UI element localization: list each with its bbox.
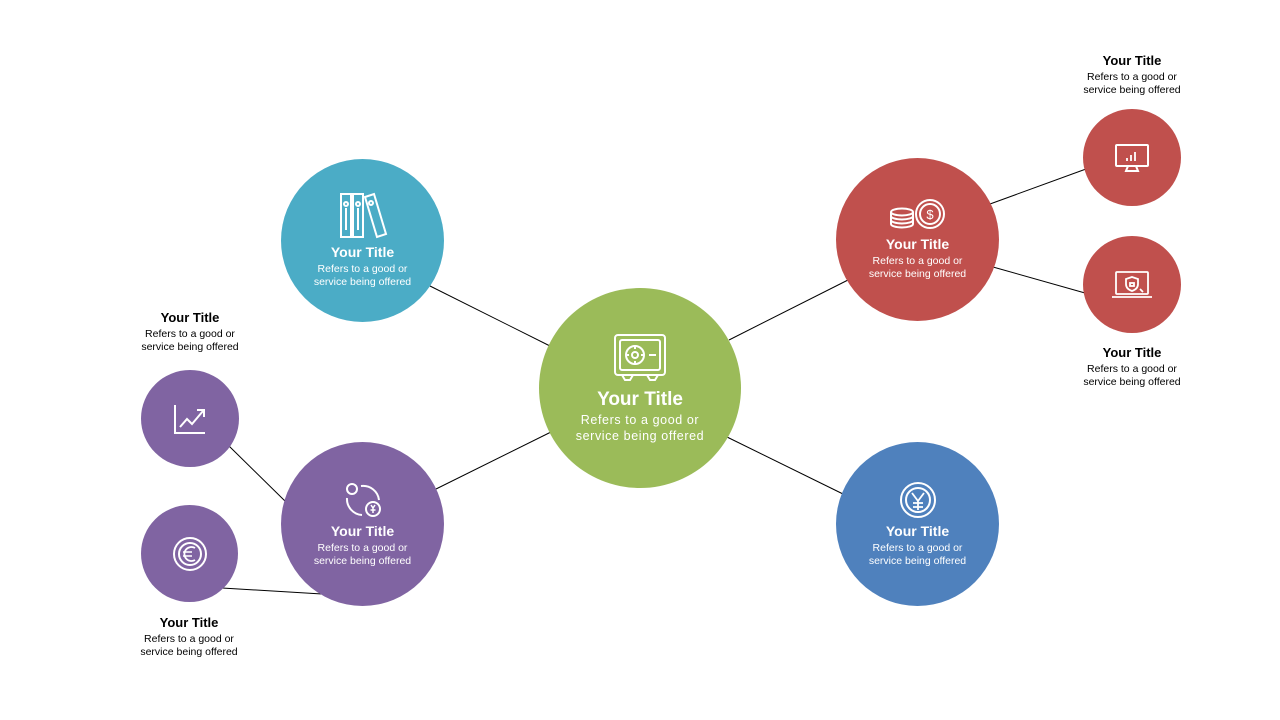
chart-satellite-node xyxy=(141,370,239,467)
bottom-left-title: Your Title xyxy=(330,522,395,539)
euro-satellite-node xyxy=(141,505,238,602)
yen-coin-icon xyxy=(899,481,937,519)
top-right-title: Your Title xyxy=(885,236,950,252)
euro-satellite-title: Your Title xyxy=(159,615,219,630)
bottom-right-subtitle: Refers to a good or service being offere… xyxy=(868,541,967,567)
line-chart-icon xyxy=(173,403,207,435)
laptop-satellite-node xyxy=(1083,236,1181,333)
connector-center-bottom-left xyxy=(433,431,552,491)
connector-chart-bottom-left xyxy=(228,445,287,503)
monitor-satellite-node xyxy=(1083,109,1181,206)
monitor-satellite-label: Your Title Refers to a good or service b… xyxy=(1052,53,1212,97)
center-subtitle: Refers to a good or service being offere… xyxy=(575,412,705,443)
bottom-left-node: Your Title Refers to a good or service b… xyxy=(281,442,444,606)
laptop-satellite-label: Your Title Refers to a good or service b… xyxy=(1052,345,1212,389)
connector-center-top-right xyxy=(728,279,849,341)
euro-coin-icon xyxy=(172,536,208,572)
euro-satellite-label: Your Title Refers to a good or service b… xyxy=(109,615,269,659)
top-left-subtitle: Refers to a good or service being offere… xyxy=(313,263,412,288)
currency-exchange-icon xyxy=(343,481,383,519)
connector-euro-bottom-left xyxy=(221,587,323,595)
top-right-subtitle: Refers to a good or service being offere… xyxy=(868,255,967,280)
connector-top-right-monitor xyxy=(989,168,1087,205)
laptop-satellite-title: Your Title xyxy=(1102,345,1162,360)
bottom-left-subtitle: Refers to a good or service being offere… xyxy=(313,541,412,567)
monitor-chart-icon xyxy=(1114,143,1150,173)
bottom-right-title: Your Title xyxy=(885,522,950,539)
chart-satellite-title: Your Title xyxy=(160,310,220,325)
monitor-satellite-title: Your Title xyxy=(1102,53,1162,68)
connector-center-top-left xyxy=(427,284,551,347)
binders-icon xyxy=(338,192,388,240)
monitor-satellite-subtitle: Refers to a good or service being offere… xyxy=(1083,71,1181,96)
connector-center-bottom-right xyxy=(726,436,844,495)
laptop-shield-icon xyxy=(1110,270,1154,300)
connector-top-right-laptop xyxy=(992,266,1086,294)
laptop-satellite-subtitle: Refers to a good or service being offere… xyxy=(1083,363,1181,388)
top-right-node: $ Your Title Refers to a good or service… xyxy=(836,158,999,321)
svg-text:$: $ xyxy=(926,207,934,222)
top-left-node: Your Title Refers to a good or service b… xyxy=(281,159,444,322)
euro-satellite-subtitle: Refers to a good or service being offere… xyxy=(140,633,238,658)
top-left-title: Your Title xyxy=(330,244,395,260)
safe-icon xyxy=(613,333,667,383)
center-node: Your Title Refers to a good or service b… xyxy=(539,288,741,488)
chart-satellite-subtitle: Refers to a good or service being offere… xyxy=(141,328,239,353)
center-title: Your Title xyxy=(597,388,683,410)
chart-satellite-label: Your Title Refers to a good or service b… xyxy=(110,310,270,354)
bottom-right-node: Your Title Refers to a good or service b… xyxy=(836,442,999,606)
coins-dollar-icon: $ xyxy=(889,198,947,232)
